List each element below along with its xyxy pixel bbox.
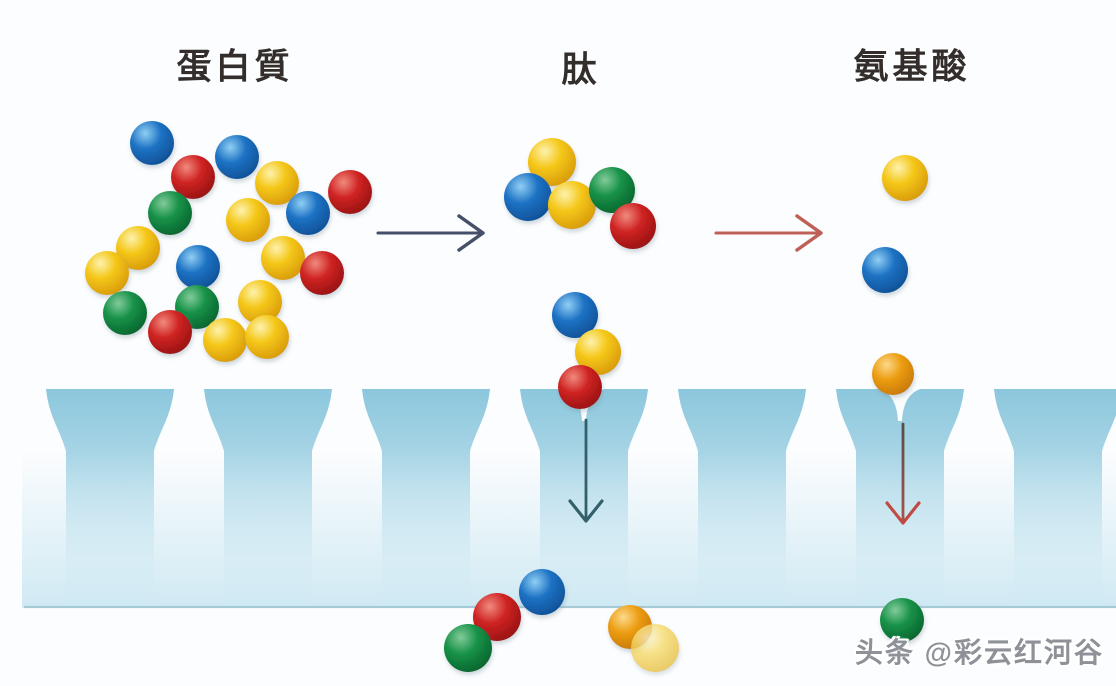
protein-cluster: [85, 121, 372, 362]
red-molecule-ball: [473, 593, 521, 641]
green-molecule-ball: [444, 624, 492, 672]
yellow-molecule-ball: [528, 138, 576, 186]
label-amino-acid: 氨基酸: [853, 47, 971, 87]
label-protein: 蛋白質: [176, 47, 294, 87]
yellow-molecule-ball: [226, 198, 270, 242]
blue-molecule-ball: [519, 569, 565, 615]
blue-molecule-ball: [176, 245, 220, 289]
yellow-molecule-ball: [261, 236, 305, 280]
blue-molecule-ball: [130, 121, 174, 165]
membrane: [22, 388, 1116, 609]
membrane-fade: [22, 450, 1116, 608]
yellow-molecule-ball: [575, 329, 621, 375]
yellow-molecule-ball: [116, 226, 160, 270]
red-molecule-ball: [558, 365, 602, 409]
peptide-entering-channel: [552, 292, 621, 409]
blue-molecule-ball: [862, 247, 908, 293]
green-molecule-ball: [880, 598, 924, 642]
free-amino-acids: [862, 155, 928, 395]
blue-molecule-ball: [286, 191, 330, 235]
blue-molecule-ball: [504, 173, 552, 221]
channel-notch: [876, 388, 924, 421]
peptide-to-amino-acid-arrow: [714, 214, 823, 252]
green-molecule-ball: [103, 291, 147, 335]
red-molecule-ball: [610, 203, 656, 249]
blue-molecule-ball: [552, 292, 598, 338]
yellow-molecule-ball: [255, 161, 299, 205]
red-molecule-ball: [148, 310, 192, 354]
yellow-molecule-ball: [238, 280, 282, 324]
red-molecule-ball: [300, 251, 344, 295]
paleyellow-molecule-ball: [631, 624, 679, 672]
yellow-molecule-ball: [203, 318, 247, 362]
yellow-molecule-ball: [245, 315, 289, 359]
green-molecule-ball: [148, 191, 192, 235]
peptide-cluster: [504, 138, 656, 249]
blue-molecule-ball: [215, 135, 259, 179]
yellow-molecule-ball: [548, 181, 596, 229]
protein-to-peptide-arrow: [376, 214, 485, 252]
peptide-absorption-arrow: [568, 418, 604, 523]
absorbed-molecules: [444, 569, 924, 672]
orange-molecule-ball: [872, 353, 914, 395]
watermark: 头条 @彩云红河谷: [854, 637, 1104, 668]
red-molecule-ball: [328, 170, 372, 214]
label-peptide: 肽: [561, 50, 601, 90]
amino-acid-absorption-arrow: [885, 422, 921, 525]
arrows: [376, 214, 921, 525]
green-molecule-ball: [589, 167, 635, 213]
yellow-molecule-ball: [882, 155, 928, 201]
yellow-molecule-ball: [85, 251, 129, 295]
red-molecule-ball: [171, 155, 215, 199]
